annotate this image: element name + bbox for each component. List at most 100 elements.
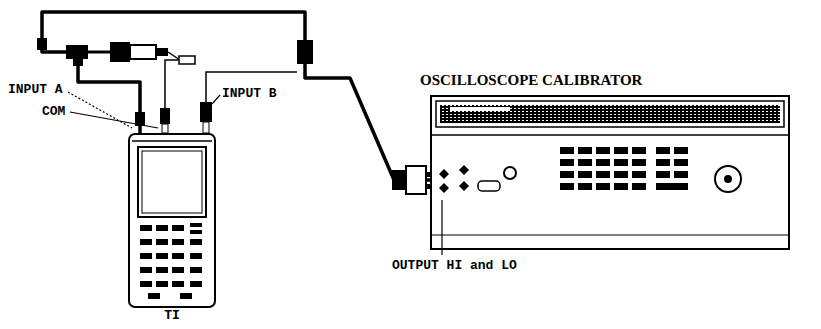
key (172, 267, 184, 273)
test-cable (42, 12, 430, 180)
key (140, 239, 152, 245)
key (632, 159, 646, 166)
key (190, 223, 202, 227)
key (560, 147, 574, 154)
port-label: COM (42, 104, 65, 120)
key (596, 171, 610, 178)
calibrator-unit: OSCILLOSCOPE CALIBRATOR (430, 95, 790, 250)
knob (504, 167, 516, 179)
key (172, 239, 184, 245)
key (156, 253, 168, 259)
key (596, 159, 610, 166)
leader-lines (68, 92, 442, 255)
key (190, 281, 202, 287)
cable-segment (88, 51, 110, 54)
panel-edge (432, 235, 788, 236)
thin-wire (168, 52, 180, 60)
key (596, 147, 610, 154)
key (172, 225, 184, 231)
case-edge (132, 140, 212, 142)
key (674, 171, 688, 178)
input-b-plug-tip (203, 122, 209, 133)
port-label: OUTPUT HI and LO (392, 258, 517, 274)
key (614, 159, 628, 166)
bnc-adapter (110, 42, 130, 62)
panel-edge (432, 134, 788, 136)
key (148, 293, 160, 299)
key (614, 171, 628, 178)
calibrator-details (432, 101, 788, 235)
input-b-plug (200, 102, 212, 122)
display-strip (450, 107, 510, 111)
port-label: INPUT A (8, 82, 63, 98)
com-plug-tip (162, 124, 168, 133)
device-name: TI (164, 308, 180, 324)
key (172, 253, 184, 259)
key (560, 159, 574, 166)
instrument-details (132, 141, 212, 299)
key (156, 225, 168, 231)
key (140, 267, 152, 273)
key (632, 171, 646, 178)
key (578, 171, 592, 178)
com-wire (165, 60, 179, 110)
key (656, 183, 688, 190)
key (190, 253, 202, 259)
leader-line (212, 95, 220, 104)
key (156, 239, 168, 245)
bnc-tee (297, 40, 313, 64)
jack (459, 165, 469, 175)
dial-hub (724, 175, 732, 183)
key (190, 267, 202, 273)
key (560, 183, 574, 190)
key (578, 159, 592, 166)
label-holder: INPUT A (8, 82, 63, 98)
jack (459, 181, 469, 191)
key (156, 267, 168, 273)
keypad (560, 147, 688, 190)
label-holder: INPUT B (222, 86, 277, 102)
key (180, 293, 192, 299)
key (560, 171, 574, 178)
label-holder: OUTPUT HI and LO (392, 258, 517, 274)
bnc-tee (66, 45, 88, 59)
input-b-wire (206, 72, 297, 104)
bnc-connector (37, 38, 47, 50)
output-jack (439, 169, 449, 179)
screen-inner (142, 151, 202, 213)
cable-fittings (37, 38, 431, 194)
plug (179, 56, 195, 64)
key (190, 239, 202, 245)
bnc-adapter (392, 170, 406, 190)
output-jack (439, 183, 449, 193)
key (656, 171, 670, 178)
key (632, 183, 646, 190)
key (596, 183, 610, 190)
key (190, 230, 202, 234)
test-instrument: TI (128, 133, 216, 308)
key (674, 147, 688, 154)
key (674, 159, 688, 166)
screen (138, 147, 206, 217)
key (140, 225, 152, 231)
device-heading: OSCILLOSCOPE CALIBRATOR (420, 71, 642, 89)
dial (715, 166, 741, 192)
label-holder: COM (42, 104, 65, 120)
bnc-tee-leg (73, 58, 83, 66)
key (614, 183, 628, 190)
leader-line (70, 112, 158, 128)
key (656, 147, 670, 154)
key (140, 281, 152, 287)
vent-grille (440, 105, 780, 123)
leader-line (68, 92, 132, 128)
key (578, 147, 592, 154)
top-panel (436, 101, 784, 127)
dual-banana-adapter (406, 166, 426, 194)
key (172, 281, 184, 287)
key (632, 147, 646, 154)
key (156, 281, 168, 287)
key (140, 253, 152, 259)
text-holder: OSCILLOSCOPE CALIBRATOR (420, 71, 642, 89)
